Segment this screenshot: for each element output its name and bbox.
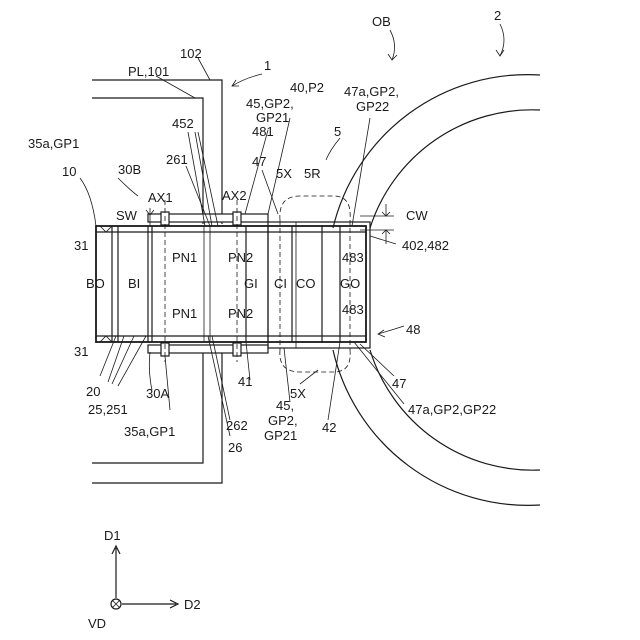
label-ref41: 41 (238, 374, 252, 389)
label-ref30B: 30B (118, 162, 141, 177)
label-gp21-45: GP21 (256, 110, 289, 125)
label-gp2-45: 45,GP2, (246, 96, 294, 111)
label-ax2: AX2 (222, 188, 247, 203)
label-gp2-45b2: GP2, (268, 413, 298, 428)
label-ref5X: 5X (276, 166, 292, 181)
vehicle-body-arcs (333, 75, 540, 506)
label-ref30A: 30A (146, 386, 169, 401)
label-ref31bot: 31 (74, 344, 88, 359)
label-pn2-b: PN2 (228, 306, 253, 321)
label-gi: GI (244, 276, 258, 291)
label-gp1-35a: 35a,GP1 (28, 136, 79, 151)
label-ref1: 1 (264, 58, 271, 73)
label-sw: SW (116, 208, 138, 223)
label-ax1: AX1 (148, 190, 173, 205)
label-ref47top: 47 (252, 154, 266, 169)
label-bo: BO (86, 276, 105, 291)
pivot-pins (161, 200, 241, 362)
label-pn1-a: PN1 (172, 250, 197, 265)
label-ref481: 481 (252, 124, 274, 139)
label-ref48: 48 (406, 322, 420, 337)
label-ref483a: 483 (342, 250, 364, 265)
label-p40: 40,P2 (290, 80, 324, 95)
label-ref25: 25,251 (88, 402, 128, 417)
label-ref5: 5 (334, 124, 341, 139)
label-ci: CI (274, 276, 287, 291)
label-gp2-45b: 45, (276, 398, 294, 413)
axis-label-d1: D1 (104, 528, 121, 543)
label-ref47bot: 47 (392, 376, 406, 391)
label-gp-47a-bot: 47a,GP2,GP22 (408, 402, 496, 417)
label-gp22-47a: GP22 (356, 99, 389, 114)
label-gp21-45b: GP21 (264, 428, 297, 443)
label-ref10: 10 (62, 164, 76, 179)
label-ref26: 26 (228, 440, 242, 455)
label-ref483b: 483 (342, 302, 364, 317)
label-ref452: 452 (172, 116, 194, 131)
label-ref20: 20 (86, 384, 100, 399)
label-ref262: 262 (226, 418, 248, 433)
label-ref2: 2 (494, 8, 501, 23)
direction-axes: D1 D2 VD (88, 528, 201, 631)
label-go: GO (340, 276, 360, 291)
axis-label-d2: D2 (184, 597, 201, 612)
label-bi: BI (128, 276, 140, 291)
label-gp1-35a-b: 35a,GP1 (124, 424, 175, 439)
label-pn2-a: PN2 (228, 250, 253, 265)
dimension-marks (146, 204, 394, 244)
axis-label-vd: VD (88, 616, 106, 631)
label-co: CO (296, 276, 316, 291)
label-ref261: 261 (166, 152, 188, 167)
label-pl101: PL,101 (128, 64, 169, 79)
label-ref5R: 5R (304, 166, 321, 181)
label-ob: OB (372, 14, 391, 29)
label-ref102: 102 (180, 46, 202, 61)
label-ref42: 42 (322, 420, 336, 435)
label-ref31top: 31 (74, 238, 88, 253)
label-ref402: 402,482 (402, 238, 449, 253)
label-cw: CW (406, 208, 428, 223)
label-gp2-47a: 47a,GP2, (344, 84, 399, 99)
label-pn1-b: PN1 (172, 306, 197, 321)
